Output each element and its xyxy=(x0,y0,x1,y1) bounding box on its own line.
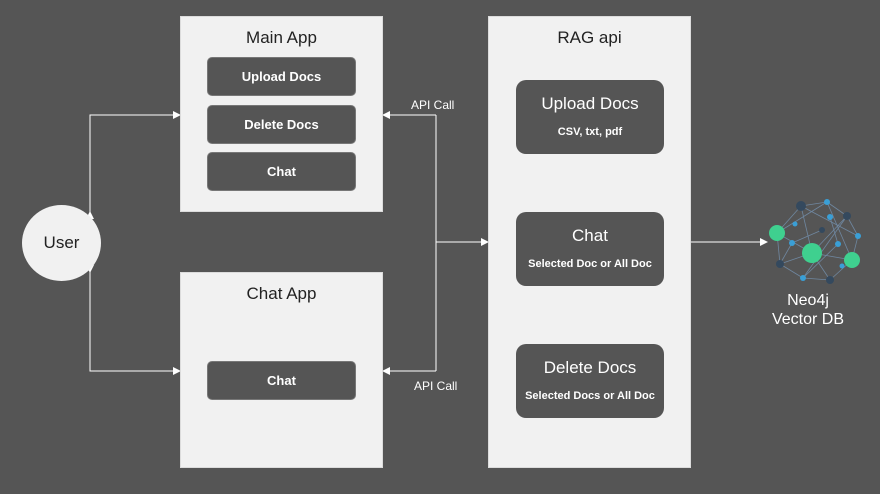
user-to-chat-app-line xyxy=(86,265,181,375)
delete-docs-card[interactable]: Delete Docs Selected Docs or All Doc xyxy=(516,344,664,418)
upload-docs-button[interactable]: Upload Docs xyxy=(207,57,356,96)
delete-docs-button[interactable]: Delete Docs xyxy=(207,105,356,144)
neo4j-label: Neo4j Vector DB xyxy=(760,291,856,329)
chat-app-panel: Chat App Chat xyxy=(180,272,383,468)
main-app-title: Main App xyxy=(246,28,317,47)
api-call-label-bottom: API Call xyxy=(414,379,458,393)
upload-docs-card-title: Upload Docs xyxy=(541,94,639,113)
delete-docs-card-title: Delete Docs xyxy=(543,358,637,377)
neo4j-label-line2: Vector DB xyxy=(771,311,845,328)
user-node: User xyxy=(22,205,101,281)
chat-app-chat-button[interactable]: Chat xyxy=(207,361,356,400)
upload-docs-card[interactable]: Upload Docs CSV, txt, pdf xyxy=(516,80,664,154)
delete-docs-card-subtitle: Selected Docs or All Doc xyxy=(525,390,655,402)
upload-docs-card-subtitle: CSV, txt, pdf xyxy=(557,126,623,138)
user-label: User xyxy=(43,233,80,252)
rag-api-panel: RAG api Upload Docs CSV, txt, pdf Chat S… xyxy=(488,16,691,468)
user-to-main-app-line xyxy=(86,111,181,219)
api-call-label-top: API Call xyxy=(411,98,455,112)
neo4j-label-line1: Neo4j xyxy=(787,292,829,309)
main-app-panel: Main App Upload Docs Delete Docs Chat xyxy=(180,16,383,212)
chat-card-subtitle: Selected Doc or All Doc xyxy=(528,258,652,270)
chat-app-title: Chat App xyxy=(246,284,317,303)
chat-button[interactable]: Chat xyxy=(207,152,356,191)
rag-api-title: RAG api xyxy=(557,28,622,47)
graph-network-icon xyxy=(769,199,861,284)
chat-card[interactable]: Chat Selected Doc or All Doc xyxy=(516,212,664,286)
chat-card-title: Chat xyxy=(572,226,608,245)
